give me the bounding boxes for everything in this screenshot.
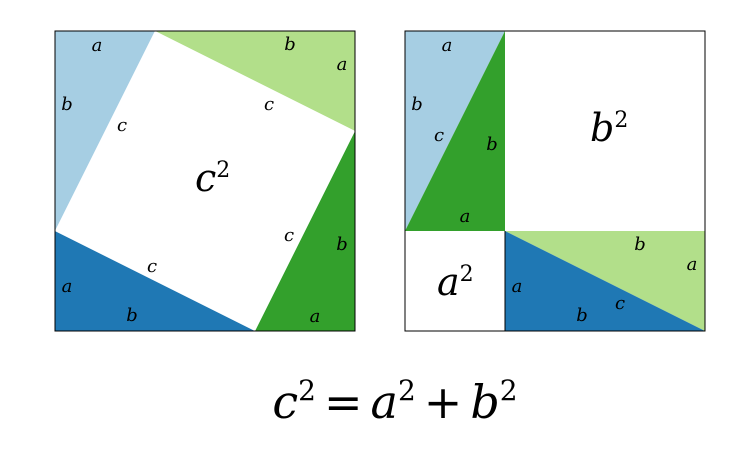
label-a: a bbox=[310, 306, 321, 327]
label-b: b bbox=[61, 94, 73, 115]
label-a: a bbox=[460, 206, 471, 227]
label-b: b bbox=[576, 305, 588, 326]
right-triangle-dark-blue bbox=[505, 231, 705, 331]
area-label-a-squared: a2 bbox=[437, 260, 474, 304]
label-c: c bbox=[434, 125, 444, 146]
left-square-border bbox=[54, 30, 356, 332]
pythagorean-equation: c2=a2+b2 bbox=[272, 374, 517, 429]
right-square-border bbox=[404, 30, 706, 332]
right-triangle-dark-green bbox=[405, 31, 505, 231]
label-c: c bbox=[615, 293, 625, 314]
label-b: b bbox=[411, 94, 423, 115]
left-square: a b c b a c c b a c a b c2 bbox=[54, 30, 356, 332]
label-b: b bbox=[634, 234, 646, 255]
label-a: a bbox=[92, 35, 103, 56]
label-c: c bbox=[117, 115, 127, 136]
label-a: a bbox=[337, 54, 348, 75]
label-c: c bbox=[264, 94, 274, 115]
label-c: c bbox=[147, 256, 157, 277]
label-b: b bbox=[284, 34, 296, 55]
label-b: b bbox=[486, 134, 498, 155]
label-a: a bbox=[442, 35, 453, 56]
area-label-b-squared: b2 bbox=[590, 106, 628, 150]
area-label-c-squared: c2 bbox=[195, 156, 230, 200]
left-inner-square bbox=[55, 31, 355, 331]
label-b: b bbox=[126, 305, 138, 326]
label-c: c bbox=[284, 225, 294, 246]
label-a: a bbox=[512, 276, 523, 297]
right-square: a b c b a b2 a2 b a a c b bbox=[404, 30, 706, 332]
label-b: b bbox=[336, 234, 348, 255]
label-a: a bbox=[62, 276, 73, 297]
label-a: a bbox=[687, 254, 698, 275]
